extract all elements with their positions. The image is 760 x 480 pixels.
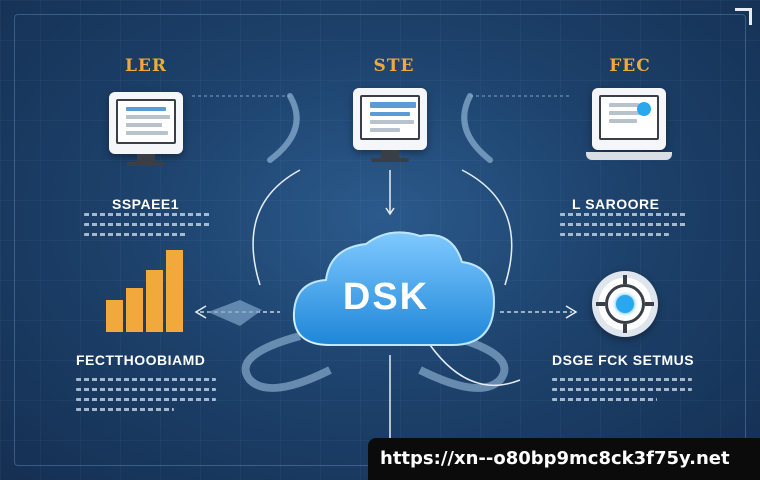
- curve-left-top: [267, 93, 300, 163]
- center-arrowhead: [385, 207, 395, 216]
- bottom-left-text-lines: [76, 378, 216, 418]
- right-text-lines: [560, 213, 688, 243]
- curve-right-top: [461, 93, 493, 163]
- cloud-icon: [292, 231, 496, 346]
- right-bottom-loop: [429, 344, 521, 387]
- column-title-center: STE: [373, 56, 415, 76]
- monitor-icon-center: [353, 88, 427, 162]
- left-text-lines: [84, 213, 212, 243]
- gear-icon: [592, 271, 658, 337]
- watermark-url: https://xn--o80bp9mc8ck3f75y.net: [368, 438, 760, 480]
- bottom-right-text-lines: [552, 378, 692, 408]
- right-bottom-curve: [418, 332, 509, 392]
- column-title-left: LER: [124, 56, 168, 76]
- left-label: SSPAEE1: [112, 196, 180, 212]
- monitor-icon: [109, 92, 183, 166]
- left-bottom-curve: [241, 332, 332, 392]
- column-title-right: FEC: [609, 56, 651, 76]
- bottom-left-label: FECTTHOOBIAMD: [76, 352, 206, 368]
- hub-label: DSK: [342, 276, 430, 318]
- right-arrowhead: [565, 305, 578, 319]
- bar-chart-icon: [106, 250, 186, 332]
- left-arrowhead: [194, 305, 207, 319]
- bottom-right-label: DSGE FCK SETMUS: [552, 352, 695, 368]
- corner-mark: [735, 8, 752, 25]
- curve-right: [461, 169, 513, 286]
- left-wedge: [208, 300, 262, 326]
- right-label: L SAROORE: [572, 196, 660, 212]
- laptop-icon: [586, 88, 672, 160]
- curve-left: [252, 169, 301, 286]
